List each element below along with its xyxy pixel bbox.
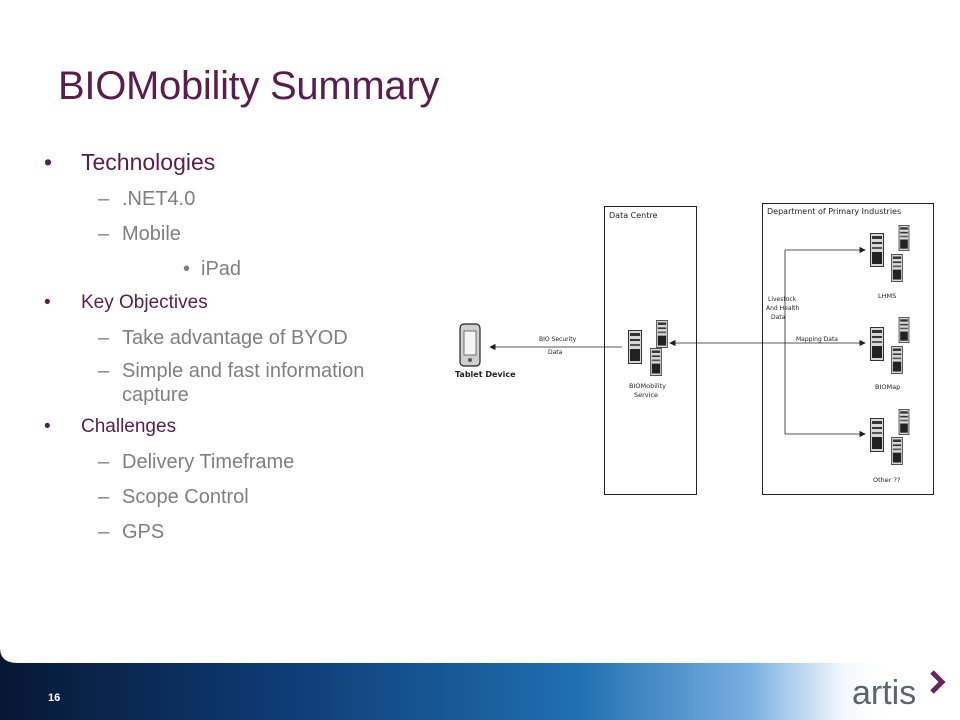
architecture-diagram: Data Centre Department of Primary Indust… xyxy=(455,203,934,495)
mapping-label: Mapping Data xyxy=(796,336,838,343)
biomobility-server-icon xyxy=(628,320,668,376)
tablet-label: Tablet Device xyxy=(455,370,516,379)
sub-bullet: –Scope Control xyxy=(98,486,249,508)
sub-bullet: –Take advantage of BYOD xyxy=(98,327,348,349)
data-centre-box xyxy=(604,206,697,495)
service-label: BIOMobility Service xyxy=(629,382,668,399)
bullet-objectives: • Key Objectives –Take advantage of BYOD… xyxy=(44,289,424,407)
bullet-list: • Technologies –.NET4.0 –Mobile •iPad • … xyxy=(44,146,424,546)
biomap-label: BIOMap xyxy=(875,383,900,391)
dpi-box xyxy=(762,203,934,495)
sub-bullet: –Mobile •iPad xyxy=(81,220,424,283)
bio-security-label: BIO Security Data xyxy=(539,336,578,356)
data-centre-label: Data Centre xyxy=(609,211,657,220)
bullet-technologies: • Technologies –.NET4.0 –Mobile •iPad xyxy=(44,146,424,283)
dpi-label: Department of Primary Industries xyxy=(767,207,901,216)
livestock-label: Livestock And Health Data xyxy=(766,296,801,321)
lhms-server-icon xyxy=(870,225,910,282)
connector-lines xyxy=(489,246,866,438)
bullet-label: Challenges xyxy=(81,416,177,437)
bullet-marker: • xyxy=(44,292,51,313)
sub-bullet: –Simple and fast information capture xyxy=(98,360,365,406)
sub-bullet: –.NET4.0 xyxy=(98,188,196,210)
svg-text:artis: artis xyxy=(852,674,916,712)
sub-bullet: –Delivery Timeframe xyxy=(98,451,295,473)
other-server-icon xyxy=(870,409,910,465)
lhms-label: LHMS xyxy=(878,292,896,300)
bullet-label: Key Objectives xyxy=(81,292,208,313)
sub-sub-bullet: •iPad xyxy=(183,258,242,280)
tablet-icon xyxy=(459,323,481,367)
logo-chevron-icon xyxy=(930,670,946,694)
slide-title: BIOMobility Summary xyxy=(58,64,440,108)
artis-logo: artis xyxy=(852,670,946,712)
footer-band xyxy=(0,663,960,720)
bullet-challenges: • Challenges –Delivery Timeframe –Scope … xyxy=(44,413,424,546)
bullet-marker: • xyxy=(44,416,51,437)
other-label: Other ?? xyxy=(873,476,900,484)
bullet-label: Technologies xyxy=(81,149,216,175)
bullet-marker: • xyxy=(44,149,53,175)
biomap-server-icon xyxy=(870,317,910,374)
sub-bullet: –GPS xyxy=(98,521,165,543)
page-number: 16 xyxy=(48,692,61,704)
